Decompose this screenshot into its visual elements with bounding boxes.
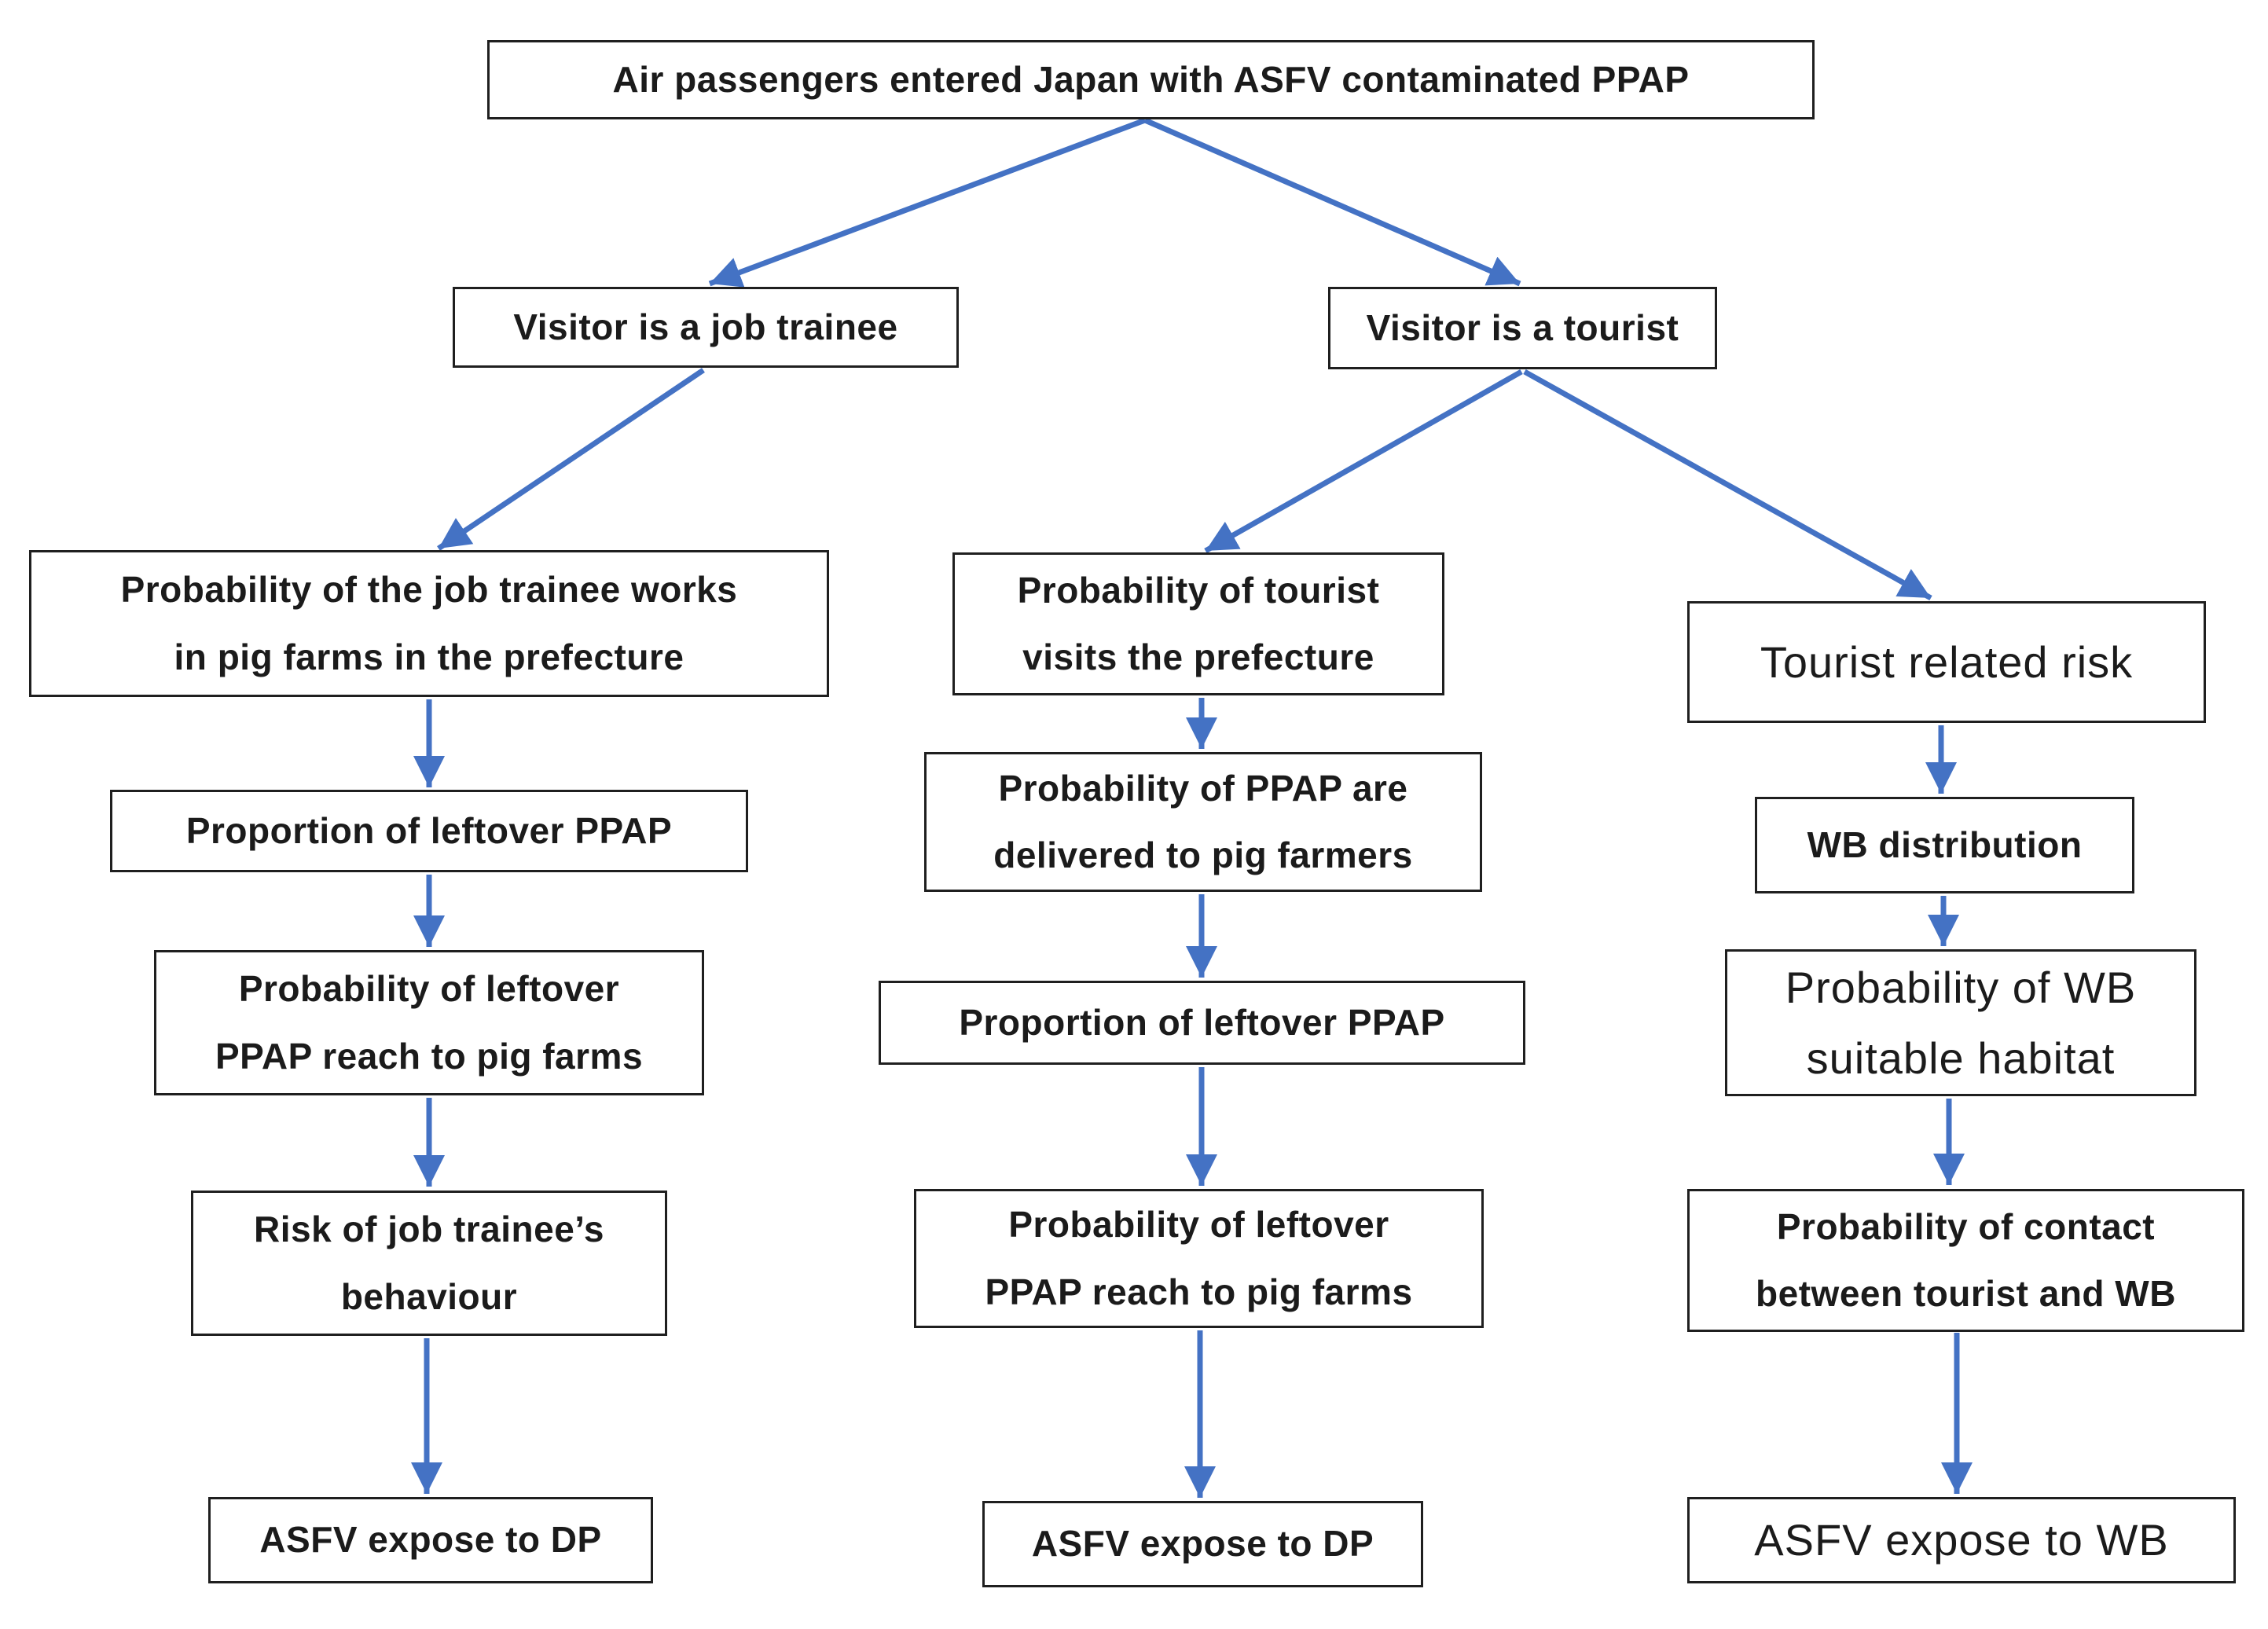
flow-node-wb-distribution: WB distribution	[1755, 797, 2134, 893]
flow-node-ppap-delivered-pig-farmers: Probability of PPAP are delivered to pig…	[924, 752, 1482, 892]
arrow-root-to-trainee	[708, 117, 1147, 288]
flow-node-wb-suitable-habitat: Probability of WB suitable habitat	[1725, 949, 2196, 1096]
flow-node-asfv-expose-dp-tourist: ASFV expose to DP	[982, 1501, 1423, 1587]
arrow-tourist-to-m1	[1204, 369, 1523, 554]
flow-node-leftover-ppap-reach-farms-tourist: Probability of leftover PPAP reach to pi…	[914, 1189, 1484, 1328]
flow-node-visitor-job-trainee: Visitor is a job trainee	[453, 287, 959, 368]
flow-node-proportion-leftover-ppap-tourist: Proportion of leftover PPAP	[879, 981, 1525, 1065]
flow-node-leftover-ppap-reach-farms-trainee: Probability of leftover PPAP reach to pi…	[154, 950, 704, 1095]
flow-node-visitor-tourist: Visitor is a tourist	[1328, 287, 1717, 369]
flow-node-tourist-related-risk: Tourist related risk	[1687, 601, 2206, 723]
arrow-tourist-to-r1	[1523, 369, 1932, 601]
flow-node-tourist-visits-prefecture: Probability of tourist visits the prefec…	[952, 552, 1444, 695]
flow-node-risk-trainee-behaviour: Risk of job trainee’s behaviour	[191, 1191, 667, 1336]
flow-node-proportion-leftover-ppap-trainee: Proportion of leftover PPAP	[110, 790, 748, 872]
arrow-root-to-tourist	[1143, 117, 1521, 287]
flow-node-asfv-expose-dp-trainee: ASFV expose to DP	[208, 1497, 653, 1583]
flow-node-trainee-works-pig-farms: Probability of the job trainee works in …	[29, 550, 829, 697]
flow-node-air-passengers-entered: Air passengers entered Japan with ASFV c…	[487, 40, 1815, 119]
flow-node-contact-tourist-wb: Probability of contact between tourist a…	[1687, 1189, 2244, 1332]
arrow-trainee-to-l1	[437, 368, 705, 551]
flow-node-asfv-expose-wb: ASFV expose to WB	[1687, 1497, 2236, 1583]
